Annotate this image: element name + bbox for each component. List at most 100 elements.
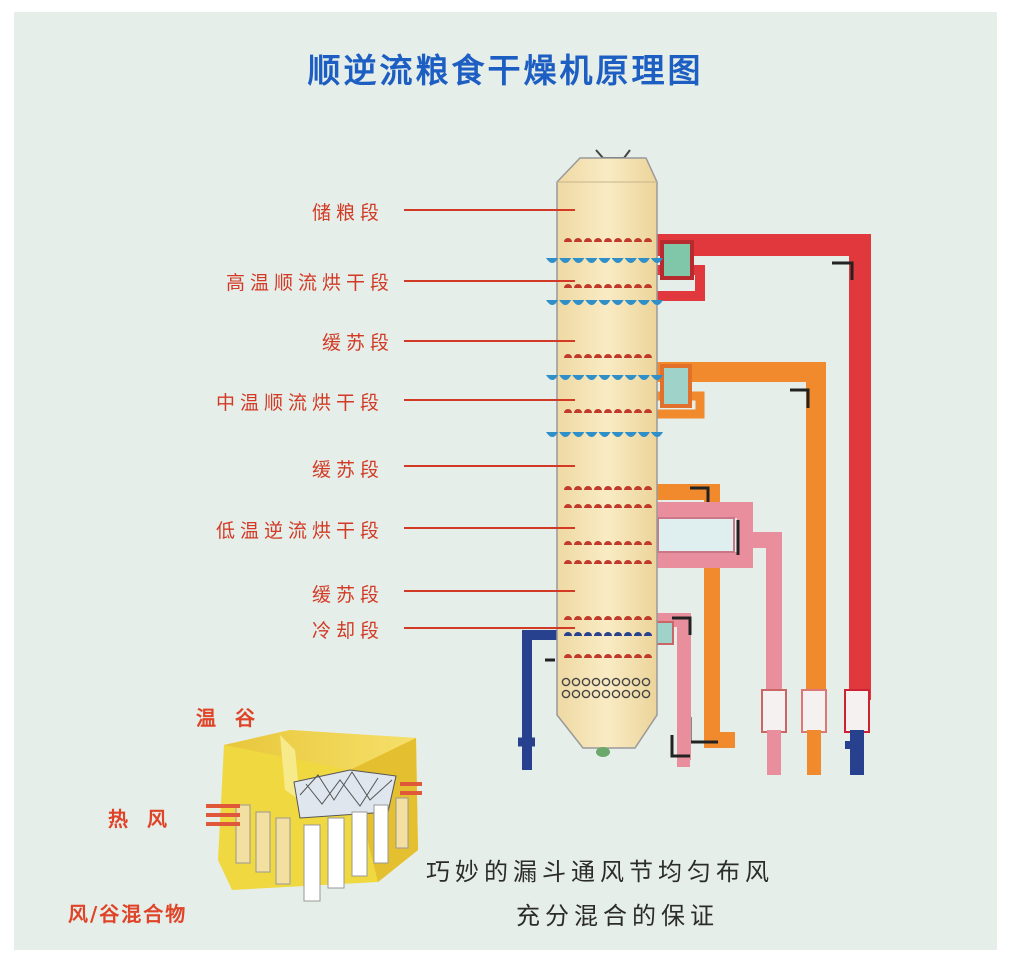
vent-arc bbox=[614, 284, 622, 288]
air-dish bbox=[598, 432, 611, 437]
air-dish bbox=[650, 375, 663, 380]
vent-arc bbox=[564, 560, 572, 564]
cooling-ring bbox=[611, 689, 621, 699]
section-label-tempering-3: 缓苏段 bbox=[311, 584, 384, 606]
air-dish bbox=[611, 432, 624, 437]
vent-arc bbox=[604, 284, 612, 288]
vent-arc bbox=[594, 354, 602, 358]
pink-return-duct bbox=[655, 502, 787, 775]
cooling-ring bbox=[641, 689, 651, 699]
section-label-storage: 储粮段 bbox=[311, 202, 384, 224]
cooling-ring bbox=[621, 689, 631, 699]
vent-arc bbox=[584, 632, 592, 636]
vent-arc bbox=[624, 486, 632, 490]
vent-arc bbox=[594, 409, 602, 413]
air-dish bbox=[637, 258, 650, 263]
vent-arc bbox=[584, 504, 592, 508]
vent-arc bbox=[634, 560, 642, 564]
cooling-ring bbox=[631, 689, 641, 699]
vent-arc bbox=[644, 504, 652, 508]
vent-arc bbox=[564, 632, 572, 636]
air-dish bbox=[585, 258, 598, 263]
vent-arc bbox=[584, 560, 592, 564]
air-dish bbox=[624, 375, 637, 380]
cooling-ring bbox=[601, 689, 611, 699]
vent-arc bbox=[594, 284, 602, 288]
air-dish bbox=[585, 300, 598, 305]
vent-arc bbox=[584, 541, 592, 545]
vent-arc bbox=[624, 238, 632, 242]
vent-arc bbox=[584, 238, 592, 242]
vent-arc bbox=[584, 616, 592, 620]
air-dish bbox=[611, 300, 624, 305]
vent-arc bbox=[604, 560, 612, 564]
section-label-tempering-2: 缓苏段 bbox=[311, 459, 384, 481]
vent-arc bbox=[614, 616, 622, 620]
cooling-ring bbox=[601, 677, 611, 687]
cooling-ring bbox=[611, 677, 621, 687]
vent-arc bbox=[584, 654, 592, 658]
dryer-tower bbox=[546, 149, 663, 757]
mixing-pipes bbox=[235, 797, 409, 902]
vent-arc bbox=[604, 616, 612, 620]
vent-arc bbox=[634, 486, 642, 490]
air-dish bbox=[559, 375, 572, 380]
caption-line-1: 巧妙的漏斗通风节均匀布风 bbox=[426, 858, 774, 886]
vent-arc bbox=[644, 632, 652, 636]
air-dish bbox=[624, 300, 637, 305]
vent-arc bbox=[564, 284, 572, 288]
diagram-title: 顺逆流粮食干燥机原理图 bbox=[307, 51, 704, 90]
vent-arc bbox=[644, 541, 652, 545]
pink-cooling-duct bbox=[654, 613, 692, 767]
vent-arc bbox=[604, 486, 612, 490]
vent-arc bbox=[604, 354, 612, 358]
vent-arc bbox=[604, 541, 612, 545]
vent-arc bbox=[634, 654, 642, 658]
vent-arc bbox=[564, 654, 572, 658]
vent-arc bbox=[634, 238, 642, 242]
vent-arc bbox=[574, 560, 582, 564]
section-label-low-temp-counterflow: 低温逆流烘干段 bbox=[215, 520, 384, 542]
inset-label-hot-air: 热 风 bbox=[108, 807, 173, 831]
vent-arc bbox=[634, 354, 642, 358]
vent-arc bbox=[564, 504, 572, 508]
air-dish bbox=[559, 258, 572, 263]
vent-arc bbox=[644, 284, 652, 288]
air-dish bbox=[546, 300, 559, 305]
air-dish bbox=[572, 375, 585, 380]
leader-lines bbox=[404, 209, 575, 629]
vent-arc bbox=[644, 486, 652, 490]
air-dish bbox=[546, 432, 559, 437]
vent-arc bbox=[594, 238, 602, 242]
vent-arc bbox=[584, 284, 592, 288]
inset-label-mixture: 风/谷混合物 bbox=[68, 902, 188, 926]
vent-arc bbox=[604, 632, 612, 636]
vent-arc bbox=[614, 486, 622, 490]
air-dish bbox=[559, 432, 572, 437]
vent-arc bbox=[614, 632, 622, 636]
air-dish bbox=[546, 258, 559, 263]
vent-arc bbox=[574, 409, 582, 413]
air-dish bbox=[572, 258, 585, 263]
vent-arc bbox=[644, 354, 652, 358]
vent-arc bbox=[624, 616, 632, 620]
poster-background bbox=[14, 12, 997, 950]
section-label-high-temp-cocurrent: 高温顺流烘干段 bbox=[225, 272, 394, 294]
cooling-ring bbox=[561, 677, 571, 687]
cooling-ring bbox=[641, 677, 651, 687]
vent-arc bbox=[634, 504, 642, 508]
vent-arc bbox=[594, 504, 602, 508]
vent-arc bbox=[594, 560, 602, 564]
air-dish bbox=[650, 258, 663, 263]
navy-cold-air-duct bbox=[518, 630, 560, 770]
cooling-ring bbox=[631, 677, 641, 687]
vent-arc bbox=[574, 354, 582, 358]
vent-arc bbox=[594, 616, 602, 620]
vent-arc bbox=[574, 504, 582, 508]
cooling-ring bbox=[591, 689, 601, 699]
air-dish bbox=[598, 258, 611, 263]
vent-arc bbox=[624, 354, 632, 358]
air-dish bbox=[598, 300, 611, 305]
